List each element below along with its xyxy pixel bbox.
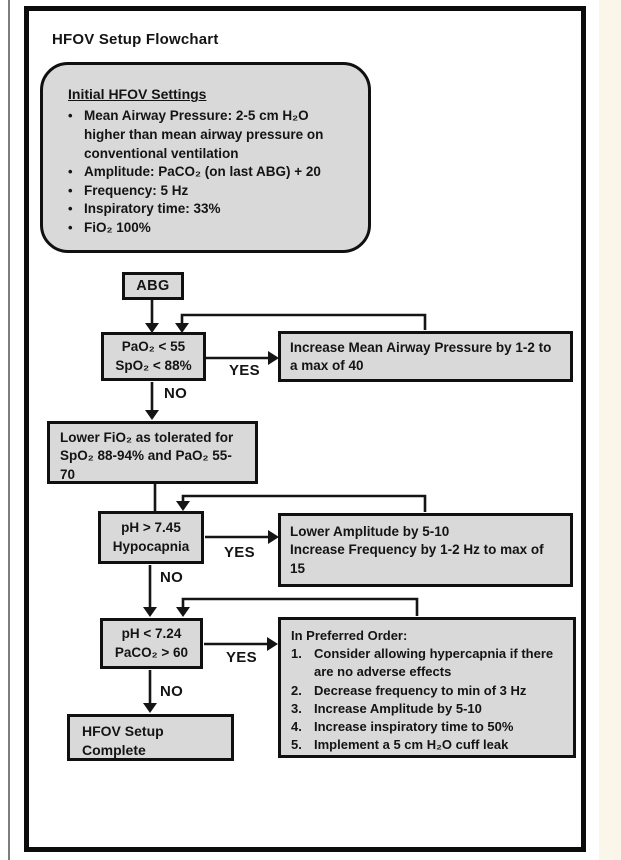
node-process-lower-fio2: Lower FiO₂ as tolerated for SpO₂ 88-94% … xyxy=(47,421,258,484)
settings-bullet: Mean Airway Pressure: 2-5 cm H₂O higher … xyxy=(68,107,352,163)
yes-label-3: YES xyxy=(226,649,257,666)
settings-bullet-list: Mean Airway Pressure: 2-5 cm H₂O higher … xyxy=(68,107,352,237)
flowchart-frame xyxy=(24,6,586,852)
yes-label-1: YES xyxy=(229,362,260,379)
yes-label-2: YES xyxy=(224,544,255,561)
preferred-order-item: 5. Implement a 5 cm H₂O cuff leak xyxy=(291,737,509,753)
no-label-1: NO xyxy=(164,385,188,402)
settings-bullet: Inspiratory time: 33% xyxy=(68,200,352,219)
settings-bullet: FiO₂ 100% xyxy=(68,219,352,238)
scan-edge-line xyxy=(8,0,10,860)
node-action-lower-amplitude: Lower Amplitude by 5-10 Increase Frequen… xyxy=(278,513,573,587)
node-action-preferred-order: In Preferred Order: 1. Consider allowing… xyxy=(278,617,576,758)
initial-settings-box: Initial HFOV Settings Mean Airway Pressu… xyxy=(40,62,371,253)
no-label-2: NO xyxy=(160,569,184,586)
node-decision-hypocapnia: pH > 7.45 Hypocapnia xyxy=(98,511,204,564)
preferred-order-item: 3. Increase Amplitude by 5-10 xyxy=(291,700,482,716)
page-title: HFOV Setup Flowchart xyxy=(52,31,219,48)
preferred-order-item: 2. Decrease frequency to min of 3 Hz xyxy=(291,682,527,698)
node-action-increase-map: Increase Mean Airway Pressure by 1-2 to … xyxy=(278,331,573,382)
no-label-3: NO xyxy=(160,683,184,700)
node-decision-oxygenation: PaO₂ < 55 SpO₂ < 88% xyxy=(101,332,206,381)
settings-bullet: Frequency: 5 Hz xyxy=(68,182,352,201)
preferred-order-item: 1. Consider allowing hypercapnia if ther… xyxy=(291,646,554,680)
node-decision-hypercapnia: pH < 7.24 PaCO₂ > 60 xyxy=(100,618,203,669)
settings-bullet: Amplitude: PaCO₂ (on last ABG) + 20 xyxy=(68,163,352,182)
settings-heading: Initial HFOV Settings xyxy=(68,86,207,102)
node-abg: ABG xyxy=(122,272,184,300)
paper-edge-strip xyxy=(599,0,621,860)
preferred-order-item: 4. Increase inspiratory time to 50% xyxy=(291,718,514,734)
preferred-order-heading: In Preferred Order: xyxy=(291,628,408,643)
node-setup-complete: HFOV Setup Complete xyxy=(67,714,234,761)
